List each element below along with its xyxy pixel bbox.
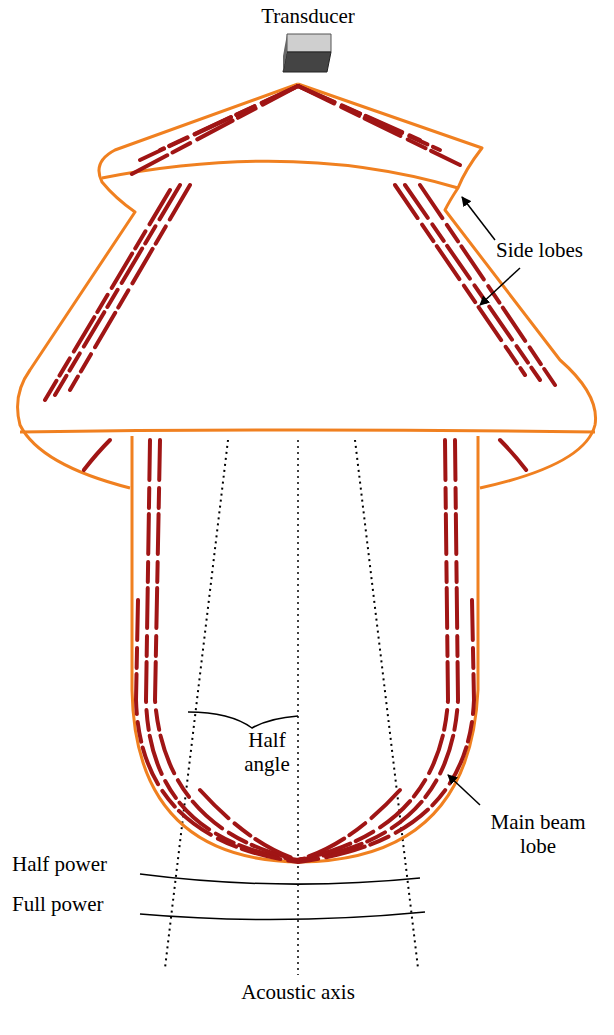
label-text: Transducer (253, 4, 363, 28)
transducer-body (283, 34, 331, 72)
label-text: Side lobes (496, 238, 608, 262)
angle-arcs (140, 712, 425, 920)
label-text: Main beam lobe (488, 810, 588, 858)
side-lobes-outline (18, 84, 596, 862)
callout-arrows (448, 197, 520, 805)
label-text: Half angle (232, 728, 302, 776)
beam-lines (165, 440, 418, 975)
beam-strokes (45, 86, 555, 862)
label-text: Acoustic axis (238, 980, 358, 1004)
label-text: Half power (12, 852, 138, 876)
label-text: Full power (12, 892, 138, 916)
